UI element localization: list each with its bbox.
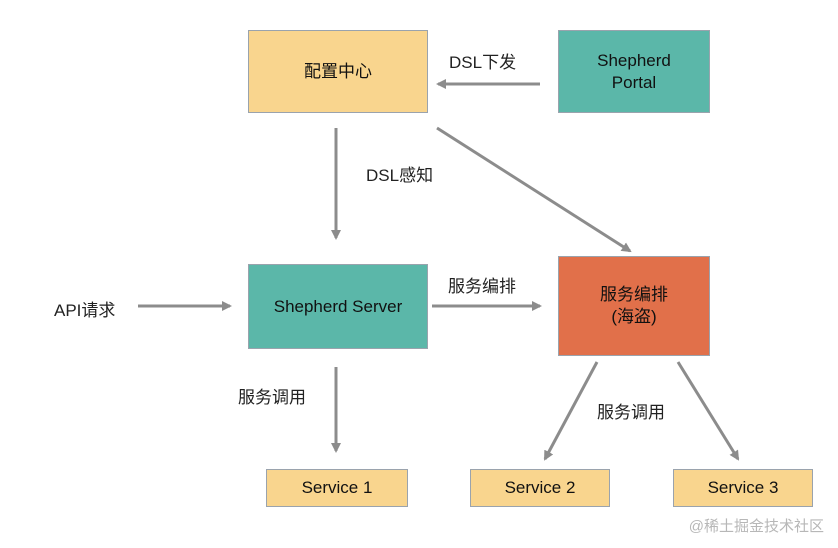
node-orchestration-label-line1: 服务编排 <box>600 285 668 304</box>
node-service-2-label: Service 2 <box>504 478 576 497</box>
node-orchestration-label-line2: (海盗) <box>611 307 657 326</box>
node-service-3: Service 3 <box>673 469 813 507</box>
node-service-3-label: Service 3 <box>707 478 779 497</box>
edge-label-call-left: 服务调用 <box>238 388 306 407</box>
node-server-label: Shepherd Server <box>273 296 403 316</box>
watermark: @稀土掘金技术社区 <box>688 518 824 535</box>
edge-label-api-request: API请求 <box>54 301 116 320</box>
node-portal-label-line1: Shepherd <box>597 50 671 70</box>
arrow-config-to-orchestration <box>436 126 632 253</box>
node-config-center: 配置中心 <box>248 30 428 113</box>
node-config-center-label: 配置中心 <box>304 61 372 81</box>
node-service-2: Service 2 <box>470 469 610 507</box>
node-orchestration: 服务编排 (海盗) <box>558 256 710 356</box>
node-service-1: Service 1 <box>266 469 408 507</box>
arrow-call-service2 <box>543 361 599 461</box>
edge-label-call-right: 服务调用 <box>597 403 665 422</box>
edge-label-dsl-sense: DSL感知 <box>366 166 434 185</box>
node-portal-label-line2: Portal <box>611 72 657 92</box>
edge-label-dsl-push: DSL下发 <box>449 53 517 72</box>
node-service-1-label: Service 1 <box>301 478 373 497</box>
edge-label-orchestrate: 服务编排 <box>448 277 516 296</box>
node-shepherd-portal: Shepherd Portal <box>558 30 710 113</box>
node-shepherd-server: Shepherd Server <box>248 264 428 349</box>
arrow-call-service3 <box>676 361 740 461</box>
